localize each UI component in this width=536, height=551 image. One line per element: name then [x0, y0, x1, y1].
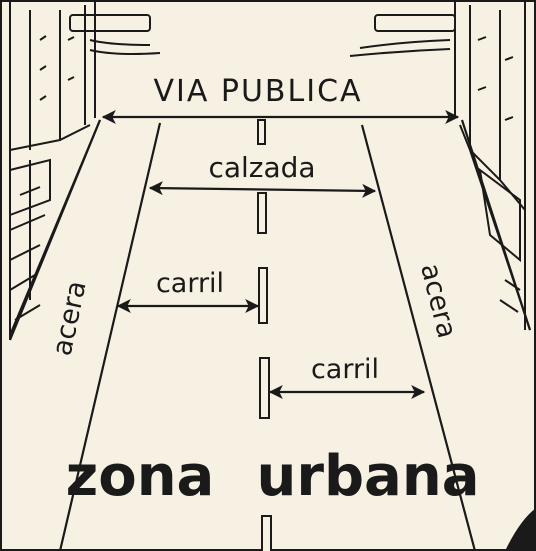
right-curb-line [360, 124, 477, 551]
road-lines [8, 119, 532, 551]
lane-dash [257, 192, 267, 234]
center-lane-markings [257, 119, 272, 551]
lane-dash [257, 119, 266, 145]
left-curb-line [58, 122, 162, 551]
acera-right-label: acera [414, 260, 462, 341]
via-publica-label: VIA PUBLICA [153, 74, 362, 109]
lane-dash [258, 267, 268, 324]
urbana-label: urbana [256, 444, 479, 509]
carril-left-label: carril [156, 268, 224, 299]
carril-right-label: carril [311, 354, 379, 385]
left-building-line [8, 119, 102, 341]
lane-dash [261, 515, 272, 551]
right-building-line [460, 119, 532, 331]
lane-dash [259, 357, 270, 419]
calzada-arrow [148, 181, 377, 198]
corner-shadow [505, 508, 536, 551]
acera-left-label: acera [47, 278, 93, 358]
zona-label: zona [66, 444, 215, 509]
calzada-label: calzada [208, 151, 315, 184]
